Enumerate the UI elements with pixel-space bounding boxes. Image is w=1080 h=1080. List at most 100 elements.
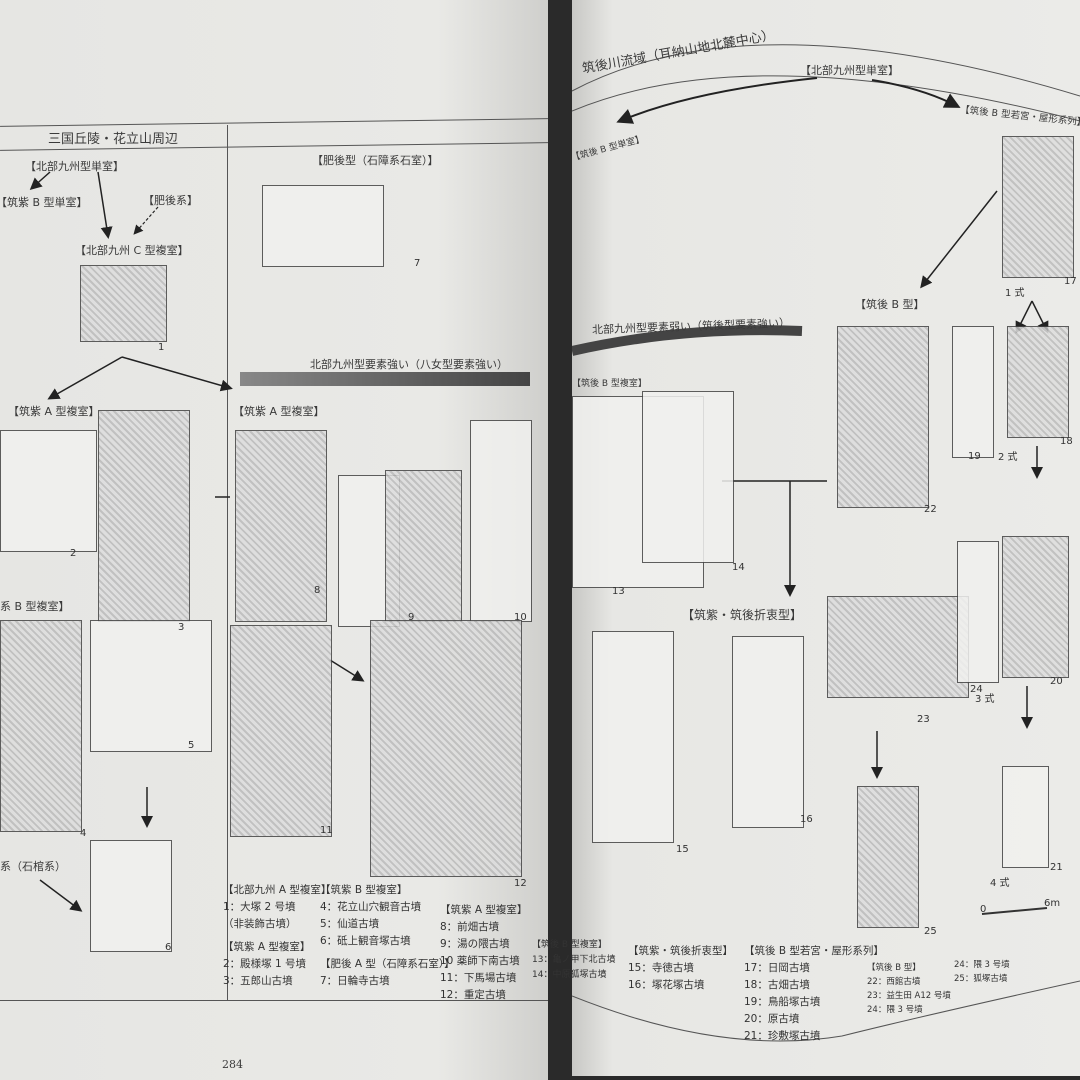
tomb-plan-8 [235,430,327,622]
label-sekkan-kei: 系（石棺系） [0,860,66,873]
legend-item: 20：原古墳 [744,1013,800,1025]
tomb-plan-19 [952,326,994,458]
legend-group-2: 【筑紫 B 型複室】 4：花立山穴観音古墳 5：仙道古墳 6：砥上観音塚古墳 【… [320,882,455,990]
label-higo-kei: 【肥後系】 [143,194,198,207]
figure-number-3: 3 [178,622,185,633]
tomb-plan-22 [837,326,929,508]
legend-heading: 【筑紫・筑後折衷型】 [628,945,733,957]
tomb-plan-21 [1002,766,1049,868]
tomb-plan-7 [262,185,384,267]
tomb-plan-23 [827,596,969,698]
figure-number-17: 17 [1064,276,1077,287]
legend-group-1: 【筑後 B 型複室】 13：亀ノ甲下北古墳 14：中原狐塚古墳 [532,938,615,983]
legend-heading: 【肥後 A 型（石障系石室）】 [320,958,455,970]
legend-item: 3：五郎山古墳 [223,975,293,987]
legend-group-2: 【筑紫・筑後折衷型】 15：寺徳古墳 16：塚花塚古墳 [628,943,733,994]
figure-number-2: 2 [70,548,77,559]
tomb-plan-16 [732,636,804,828]
legend-group-4: 【筑後 B 型】 22：西館古墳 23：益生田 A12 号墳 24：隈 3 号墳 [867,961,951,1017]
figure-number-7: 7 [414,258,421,269]
figure-number-13: 13 [612,586,625,597]
legend-item: 21：珍敷塚古墳 [744,1030,821,1042]
label-chikushi-a-2: 【筑紫 A 型複室】 [233,405,325,418]
legend-item: 4：花立山穴観音古墳 [320,901,422,913]
figure-number-5: 5 [188,740,195,751]
label-chikushi-a-1: 【筑紫 A 型複室】 [8,405,100,418]
arrows-left [29,171,365,912]
figure-number-10: 10 [514,612,527,623]
legend-item: 22：西館古墳 [867,977,921,987]
tomb-plan-3 [98,410,190,622]
legend-item: 14：中原狐塚古墳 [532,970,607,980]
column-divider [227,125,228,1000]
legend-heading: 【筑紫 A 型複室】 [223,941,311,953]
tomb-plan-5 [90,620,212,752]
scale-max: 6m [1044,898,1061,909]
tomb-plan-9b [385,470,462,622]
tomb-plan-14 [642,391,734,563]
tomb-plan-17 [1002,136,1074,278]
tomb-plan-18 [1007,326,1069,438]
legend-heading: 【筑後 B 型複室】 [532,940,607,950]
tomb-plan-20 [1002,536,1069,678]
label-1shiki: 1 式 [1005,288,1025,299]
figure-number-19: 19 [968,451,981,462]
figure-number-23: 23 [917,714,930,725]
legend-item: 19：鳥船塚古墳 [744,996,821,1008]
label-hokubu-c-fukushitsu: 【北部九州 C 型複室】 [75,244,189,257]
legend-item: 24：隈 3 号墳 [954,960,1010,970]
scale-zero: 0 [980,904,987,915]
tomb-plan-1 [80,265,167,342]
figure-number-8: 8 [314,585,321,596]
legend-heading: 【筑後 B 型】 [867,963,921,973]
legend-item: 7：日輪寺古墳 [320,975,390,987]
frame-curves [572,44,1080,1042]
legend-heading: 【筑後 B 型若宮・屋形系列】 [744,945,884,957]
label-chikushi-b-fukushitsu: 系 B 型複室】 [0,600,70,613]
legend-item: 1：大塚 2 号墳 [223,901,296,913]
label-3shiki: 3 式 [975,694,995,705]
figure-number-15: 15 [676,844,689,855]
legend-item: 23：益生田 A12 号墳 [867,991,951,1001]
region-title: 三国丘陵・花立山周辺 [48,132,179,147]
legend-heading: 【筑紫 A 型複室】 [440,904,528,916]
tomb-plan-10 [470,420,532,622]
figure-number-22: 22 [924,504,937,515]
label-secchu: 【筑紫・筑後折衷型】 [682,608,803,622]
figure-number-4: 4 [80,828,87,839]
label-chikugo-b: 【筑後 B 型】 [855,298,925,311]
legend-heading: 【筑紫 B 型複室】 [320,884,408,896]
label-2shiki: 2 式 [998,452,1018,463]
label-chikushi-b-tanshitsu: 【筑紫 B 型単室】 [0,196,88,209]
figure-number-6: 6 [165,942,172,953]
legend-item: 2：殿様塚 1 号墳 [223,958,307,970]
legend-item: 11：下馬場古墳 [440,972,517,984]
tomb-plan-2 [0,430,97,552]
label-chikugo-b-fukushitsu: 【筑後 B 型複室】 [572,379,647,389]
legend-item: 12：重定古墳 [440,989,506,1001]
figure-number-9: 9 [408,612,415,623]
legend-group-3: 【筑後 B 型若宮・屋形系列】 17：日岡古墳 18：古畑古墳 19：鳥船塚古墳… [744,943,884,1045]
legend-item: （非装飾古墳） [223,918,297,930]
tomb-plan-11 [230,625,332,837]
legend-group-1: 【北部九州 A 型複室】 1：大塚 2 号墳 （非装飾古墳） 【筑紫 A 型複室… [223,882,331,990]
figure-number-12: 12 [514,878,527,889]
legend-item: 16：塚花塚古墳 [628,979,705,991]
legend-item: 17：日岡古墳 [744,962,810,974]
legend-heading: 【北部九州 A 型複室】 [223,884,332,896]
page-number: 284 [222,1058,243,1071]
tomb-plan-25 [857,786,919,928]
figure-number-11: 11 [320,825,333,836]
legend-group-3: 【筑紫 A 型複室】 8：前畑古墳 9：湯の隈古墳 10 薬師下南古墳 11：下… [440,902,527,1004]
figure-number-20: 20 [1050,676,1063,687]
figure-number-24: 24 [970,684,983,695]
legend-item: 24：隈 3 号墳 [867,1005,923,1015]
tomb-plan-15 [592,631,674,843]
legend-item: 8：前畑古墳 [440,921,500,933]
right-page: 筑後川流域（耳納山地北麓中心） 【北部九州型単室】 【筑後 B 型単室】 【筑後… [532,0,1080,1076]
legend-item: 15：寺徳古墳 [628,962,694,974]
tomb-plan-24 [957,541,999,683]
label-hokubu-tanshitsu: 【北部九州型単室】 [25,160,124,173]
tomb-plan-6 [90,840,172,952]
legend-item: 10 薬師下南古墳 [440,955,520,967]
